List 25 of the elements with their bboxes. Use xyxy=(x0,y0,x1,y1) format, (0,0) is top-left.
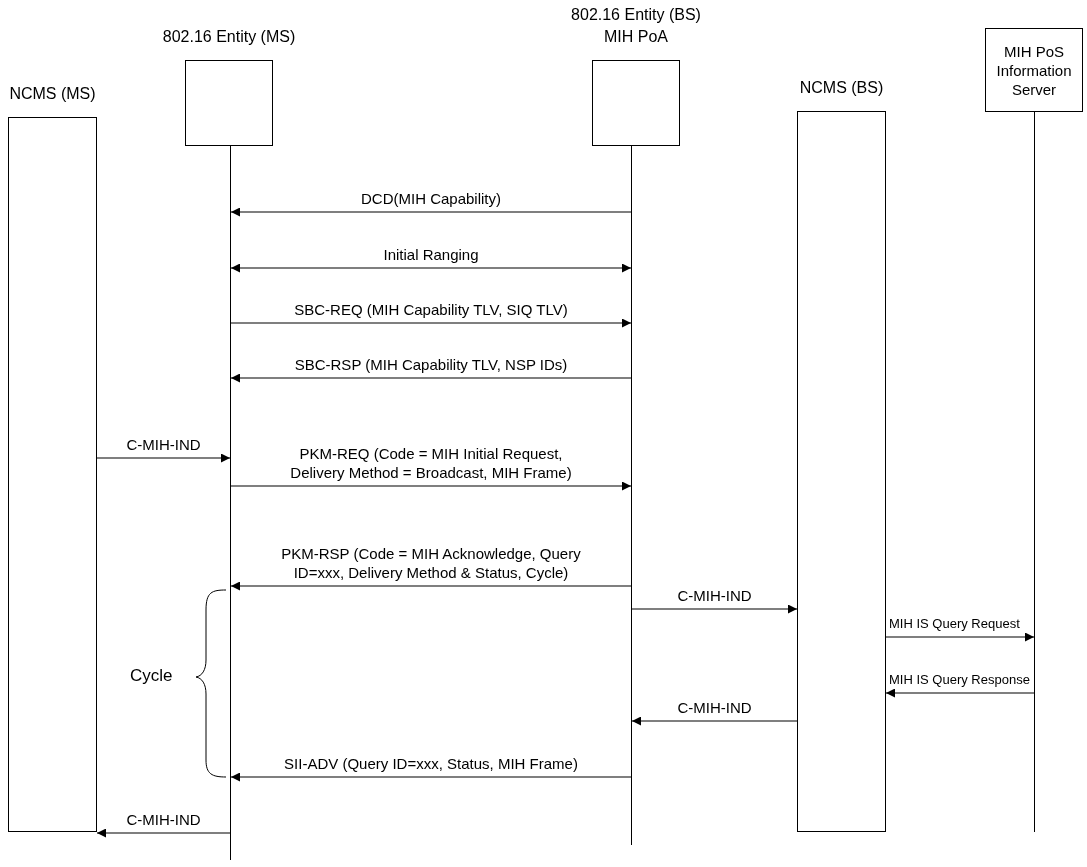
bracket-label: Cycle xyxy=(130,666,173,686)
arrow xyxy=(230,263,632,273)
arrow xyxy=(230,207,632,217)
edge-label: MIH IS Query Response xyxy=(889,672,1030,688)
arrow xyxy=(230,581,632,591)
arrow xyxy=(96,453,231,463)
lifeline xyxy=(631,146,632,845)
arrow xyxy=(96,828,231,838)
entity-box xyxy=(797,111,886,832)
arrow xyxy=(631,604,798,614)
arrow xyxy=(230,772,632,782)
arrow xyxy=(230,318,632,328)
entity-box xyxy=(985,28,1083,112)
entity-box xyxy=(8,117,97,832)
entity-label: MIH PoS Information Server xyxy=(995,41,1073,99)
arrow xyxy=(230,481,632,491)
edge-label: MIH IS Query Request xyxy=(889,616,1020,632)
arrow xyxy=(885,688,1035,698)
entity-box xyxy=(185,60,273,146)
lifeline xyxy=(230,146,231,860)
arrow xyxy=(631,716,798,726)
arrow xyxy=(230,373,632,383)
entity-box xyxy=(592,60,680,146)
arrow xyxy=(885,632,1035,642)
lifeline xyxy=(1034,112,1035,832)
